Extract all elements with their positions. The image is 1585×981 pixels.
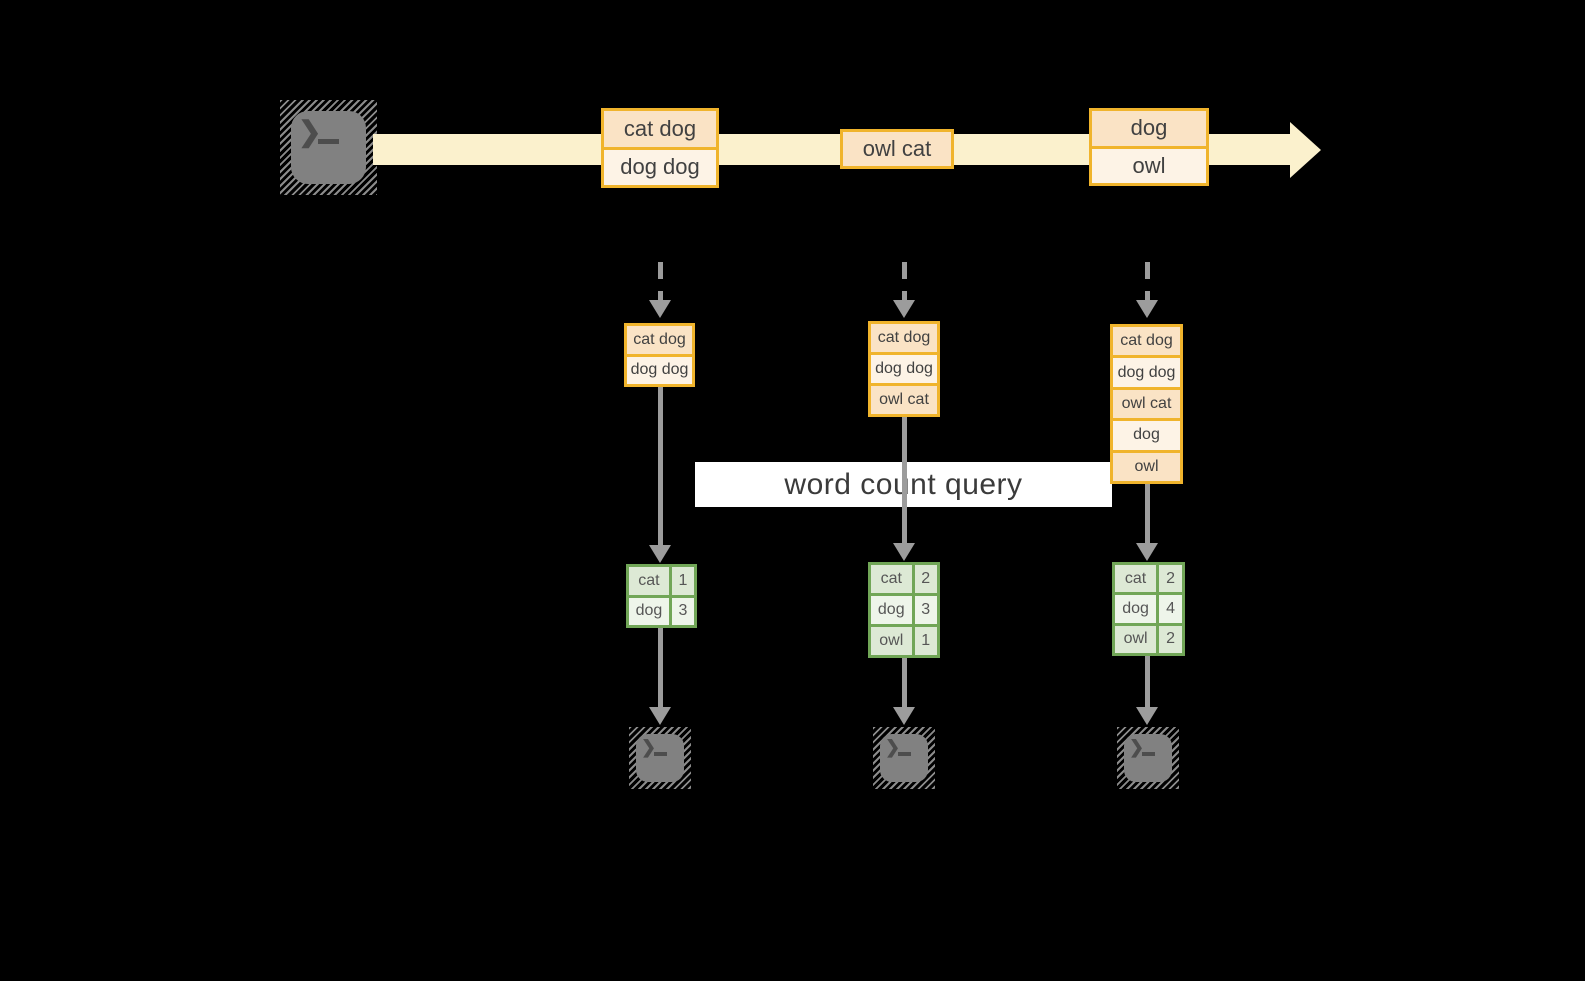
terminal-prompt-icon: ❯ [885,737,901,757]
count-word: cat [629,567,669,595]
query-arrow-head-icon [893,543,915,561]
count-table-1: cat 1 dog 3 [626,564,697,628]
stack-row: cat dog [871,324,937,352]
count-value: 3 [914,596,937,624]
micro-batch-stack-2: cat dog dog dog owl cat [868,321,940,417]
terminal-cursor-icon [654,752,667,756]
source-terminal-icon: ❯ [280,100,377,195]
micro-batch-stack-3: cat dog dog dog owl cat dog owl [1110,324,1183,484]
terminal-cursor-icon [898,752,911,756]
count-word: dog [871,596,912,624]
terminal-screen: ❯ [1124,734,1172,782]
micro-batch-stack-1: cat dog dog dog [624,323,695,387]
sink-terminal-icon-1: ❯ [629,727,691,789]
terminal-screen: ❯ [636,734,684,782]
timeline-batch-2: owl cat [840,129,954,169]
count-value: 1 [671,567,694,595]
terminal-prompt-icon: ❯ [641,737,657,757]
timeline-event: cat dog [604,111,716,147]
stack-row: dog dog [871,352,937,383]
timeline-batch-1: cat dog dog dog [601,108,719,188]
count-value: 4 [1159,595,1182,623]
terminal-prompt-icon: ❯ [1129,737,1145,757]
query-arrow-head-icon [1136,543,1158,561]
dashed-arrow-head-icon [893,300,915,318]
terminal-screen: ❯ [291,111,366,184]
output-arrow-head-icon [893,707,915,725]
dashed-arrow-head-icon [649,300,671,318]
query-arrow-line [658,387,663,546]
terminal-prompt-icon: ❯ [298,116,322,147]
query-arrow-head-icon [649,545,671,563]
count-word: dog [1115,595,1157,623]
count-table-3: cat 2 dog 4 owl 2 [1112,562,1185,656]
count-word: cat [1115,565,1157,593]
count-value: 2 [1159,625,1182,653]
terminal-cursor-icon [318,139,339,144]
stack-row: owl cat [871,383,937,414]
stack-row: cat dog [1113,327,1180,356]
output-arrow-head-icon [649,707,671,725]
count-table-2: cat 2 dog 3 owl 1 [868,562,940,658]
dashed-arrow-line [902,262,907,301]
terminal-screen: ❯ [880,734,928,782]
count-value: 1 [914,627,937,655]
count-value: 3 [671,597,694,625]
timeline-event: owl cat [843,132,951,166]
output-arrow-line [658,628,663,708]
stack-row: cat dog [627,326,692,354]
stack-row: dog dog [1113,355,1180,387]
query-arrow-line [902,417,907,544]
output-arrow-line [902,658,907,708]
count-word: owl [1115,625,1157,653]
timeline-event: dog dog [604,146,716,185]
stream-arrow-head-icon [1290,122,1321,178]
timeline-batch-3: dog owl [1089,108,1209,186]
stack-row: owl [1113,449,1180,482]
timeline-event: dog [1092,111,1206,146]
stack-row: dog dog [627,353,692,384]
count-word: dog [629,597,669,625]
query-arrow-line [1145,484,1150,544]
count-word: owl [871,627,912,655]
stack-row: dog [1113,418,1180,450]
dashed-arrow-head-icon [1136,300,1158,318]
count-value: 2 [914,565,937,593]
count-word: cat [871,565,912,593]
dashed-arrow-line [658,262,663,301]
output-arrow-head-icon [1136,707,1158,725]
terminal-cursor-icon [1142,752,1155,756]
dashed-arrow-line [1145,262,1150,301]
count-value: 2 [1159,565,1182,593]
sink-terminal-icon-2: ❯ [873,727,935,789]
timeline-event: owl [1092,145,1206,183]
stack-row: owl cat [1113,386,1180,419]
sink-terminal-icon-3: ❯ [1117,727,1179,789]
output-arrow-line [1145,656,1150,708]
